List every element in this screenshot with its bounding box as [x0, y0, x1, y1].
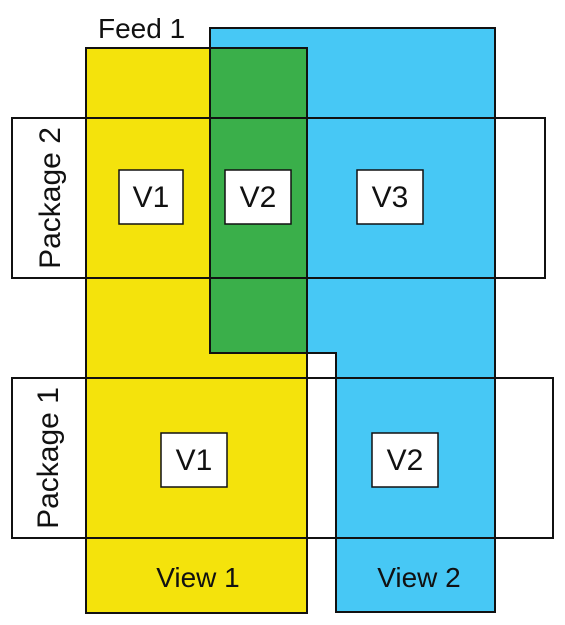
package-1-version-v2: V2: [371, 432, 439, 488]
package-1-label: Package 1: [32, 387, 65, 529]
version-label: V3: [372, 181, 409, 214]
package-2-version-v1: V1: [118, 169, 184, 225]
version-box: [160, 432, 228, 488]
view-2-label: View 2: [377, 562, 461, 593]
version-box: [371, 432, 439, 488]
package-2-frame: [11, 117, 546, 279]
package-2-version-v2: V2: [224, 169, 292, 225]
version-label: V2: [387, 444, 424, 477]
package-2-version-v3: V3: [356, 169, 424, 225]
version-label: V1: [133, 181, 170, 214]
version-box: [356, 169, 424, 225]
view-1-label: View 1: [156, 562, 240, 593]
version-box: [224, 169, 292, 225]
package-2-label: Package 2: [34, 127, 67, 269]
package-1-version-v1: V1: [160, 432, 228, 488]
version-label: V2: [240, 181, 277, 214]
feed-label: Feed 1: [98, 13, 185, 44]
package-1-frame: [11, 377, 554, 539]
version-label: V1: [176, 444, 213, 477]
version-box: [118, 169, 184, 225]
